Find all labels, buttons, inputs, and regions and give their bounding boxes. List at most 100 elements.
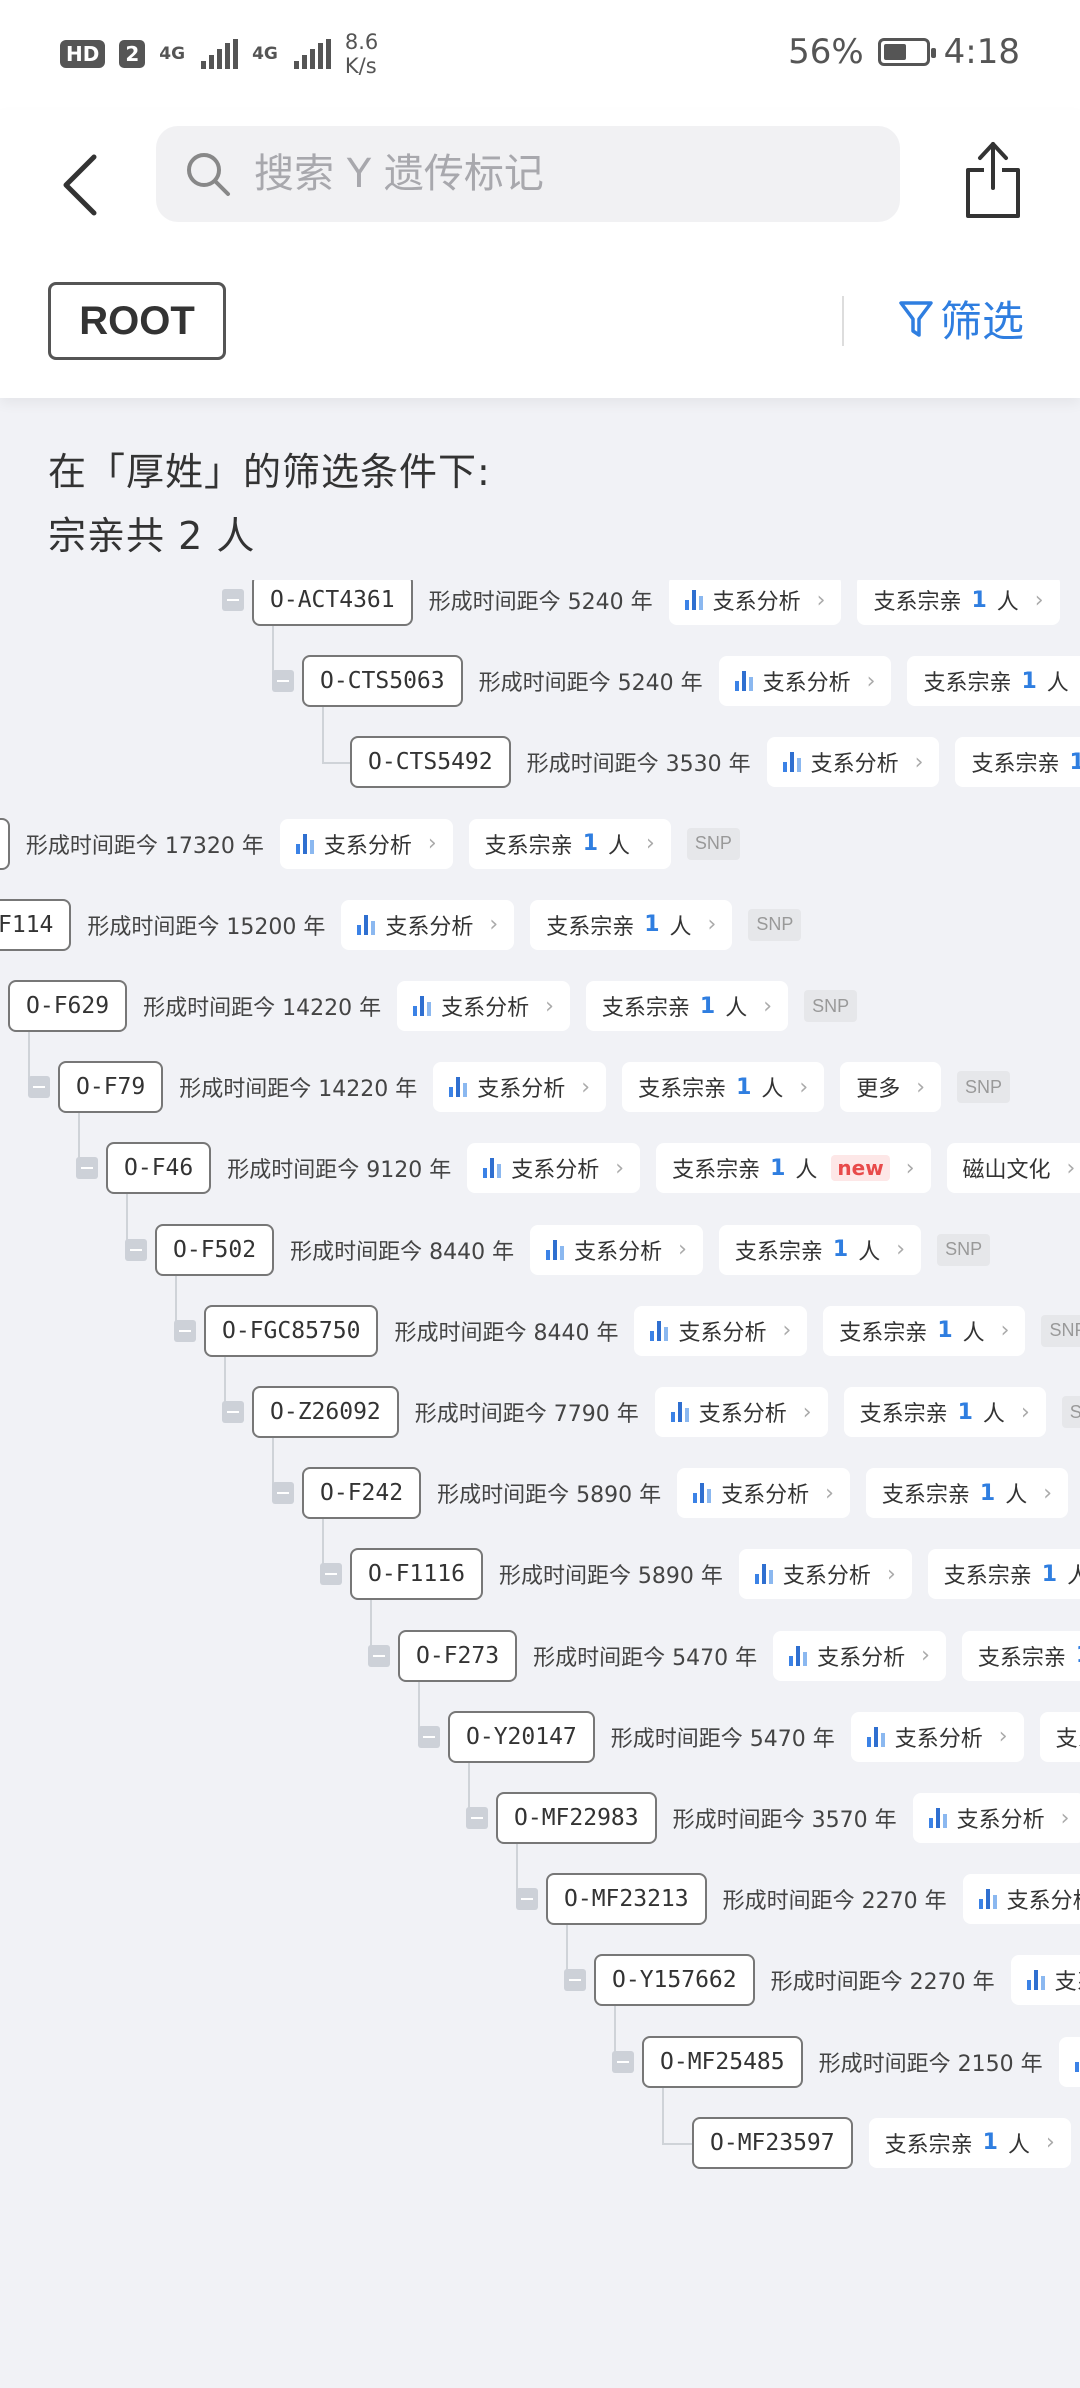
snp-badge[interactable]: SNP [937, 1233, 991, 1266]
branch-analysis-button[interactable]: 支系分析› [912, 1793, 1080, 1843]
haplogroup-label[interactable]: O-MF23213 [546, 1873, 707, 1926]
haplogroup-label[interactable]: O-MF23597 [692, 2116, 853, 2169]
relatives-label: 支系宗亲 [546, 914, 635, 940]
bar-chart-icon [670, 1402, 689, 1422]
snp-badge[interactable]: SNP [804, 990, 858, 1022]
haplogroup-label[interactable]: O-Y157662 [594, 1954, 755, 2007]
collapse-toggle[interactable] [516, 1888, 538, 1911]
haplogroup-label[interactable]: O-F1116 [350, 1548, 483, 1601]
branch-analysis-button[interactable]: 支系分析› [1010, 1955, 1080, 2006]
collapse-toggle[interactable] [222, 1401, 244, 1423]
branch-analysis-label: 支系分析 [574, 1239, 663, 1265]
collapse-toggle[interactable] [76, 1157, 98, 1180]
collapse-toggle[interactable] [125, 1238, 147, 1261]
header-divider [842, 296, 844, 346]
haplogroup-label[interactable]: O-ACT4361 [252, 580, 413, 626]
chevron-right-icon: › [646, 831, 655, 857]
branch-analysis-button[interactable]: 支系分析› [773, 1630, 946, 1681]
haplogroup-label[interactable]: O-F629 [8, 980, 128, 1032]
formation-time: 形成时间距今 14220 年 [143, 996, 382, 1021]
snp-badge[interactable]: SNP [957, 1071, 1011, 1104]
snp-badge[interactable]: SNP [748, 908, 802, 941]
branch-analysis-button[interactable]: 支系分析› [654, 1387, 828, 1437]
filter-button[interactable]: 筛选 [898, 288, 1024, 349]
more-button[interactable]: 更多› [840, 1062, 942, 1113]
root-button[interactable]: ROOT [48, 282, 226, 360]
haplogroup-label[interactable]: F114 [0, 898, 72, 951]
branch-analysis-button[interactable]: 支系分析› [850, 1711, 1024, 1762]
collapse-toggle[interactable] [174, 1319, 196, 1342]
branch-analysis-button[interactable]: 支系分析› [677, 1468, 850, 1519]
branch-analysis-button[interactable]: 支系分析› [718, 656, 892, 707]
collapse-toggle[interactable] [272, 1482, 294, 1505]
branch-analysis-button[interactable]: 支系分析› [433, 1062, 607, 1113]
haplogroup-label[interactable]: O-MF25485 [642, 2035, 803, 2088]
branch-analysis-button[interactable]: 支系分析› [738, 1549, 912, 1600]
branch-analysis-button[interactable]: 支系分析› [530, 1224, 703, 1275]
branch-analysis-button[interactable]: 支系分析› [279, 818, 453, 869]
haplogroup-label[interactable]: O-MF22983 [496, 1792, 657, 1844]
haplogroup-label[interactable]: O-F79 [58, 1061, 164, 1114]
collapse-toggle[interactable] [418, 1725, 440, 1748]
haplogroup-label[interactable]: O-F46 [106, 1142, 212, 1195]
collapse-toggle[interactable] [320, 1563, 342, 1586]
branch-analysis-label: 支系分析 [817, 1645, 906, 1671]
share-button[interactable] [958, 134, 1028, 224]
snp-badge[interactable]: SNP [1041, 1314, 1080, 1347]
back-button[interactable] [50, 140, 110, 230]
collapse-toggle[interactable] [564, 1969, 586, 1992]
haplogroup-label[interactable]: O-CTS5063 [302, 655, 463, 708]
haplogroup-label[interactable]: O-F242 [302, 1467, 422, 1520]
snp-badge[interactable]: SNP [686, 827, 740, 860]
branch-analysis-button[interactable]: 支系分析› [766, 737, 940, 788]
snp-badge[interactable]: SNP [1061, 1396, 1080, 1428]
branch-analysis-button[interactable]: 支系分析› [634, 1305, 808, 1356]
collapse-toggle[interactable] [612, 2050, 634, 2073]
branch-analysis-button[interactable]: 支系分析› [341, 899, 515, 950]
haplogroup-label[interactable]: O-CTS5492 [350, 736, 511, 789]
tree-connector [662, 2142, 692, 2145]
haplogroup-label[interactable]: O-Z26092 [252, 1386, 399, 1438]
branch-analysis-button[interactable]: 支系分析› [467, 1143, 641, 1194]
branch-analysis-button[interactable]: 支系分析› [397, 981, 570, 1031]
branch-analysis-button[interactable]: 支系分析› [962, 1874, 1080, 1925]
collapse-toggle[interactable] [222, 589, 244, 611]
relatives-unit: 人 [1007, 2132, 1030, 2158]
haplogroup-label[interactable]: O-F502 [155, 1223, 275, 1276]
battery-fill [883, 44, 907, 60]
relatives-label: 支系宗亲 [873, 590, 962, 615]
formation-time: 形成时间距今 14220 年 [179, 1077, 418, 1103]
collapse-toggle[interactable] [368, 1644, 390, 1667]
haplogroup-label[interactable]: O-FGC85750 [204, 1304, 379, 1357]
branch-analysis-button[interactable]: 支系分析› [1058, 2036, 1080, 2087]
haplogroup-label[interactable]: O-F273 [398, 1629, 518, 1682]
haplogroup-label[interactable]: O-Y20147 [448, 1710, 595, 1763]
collapse-toggle[interactable] [466, 1807, 488, 1829]
relatives-count: 1 [832, 1237, 849, 1263]
culture-button[interactable]: 磁山文化› [946, 1143, 1080, 1194]
collapse-toggle[interactable] [272, 670, 294, 693]
haplogroup-label[interactable]: 2 [0, 817, 10, 870]
share-icon [966, 142, 1020, 218]
search-bar[interactable] [156, 126, 900, 222]
collapse-toggle[interactable] [28, 1076, 50, 1099]
branch-analysis-button[interactable]: 支系分析› [668, 580, 842, 625]
search-input[interactable] [254, 151, 814, 197]
